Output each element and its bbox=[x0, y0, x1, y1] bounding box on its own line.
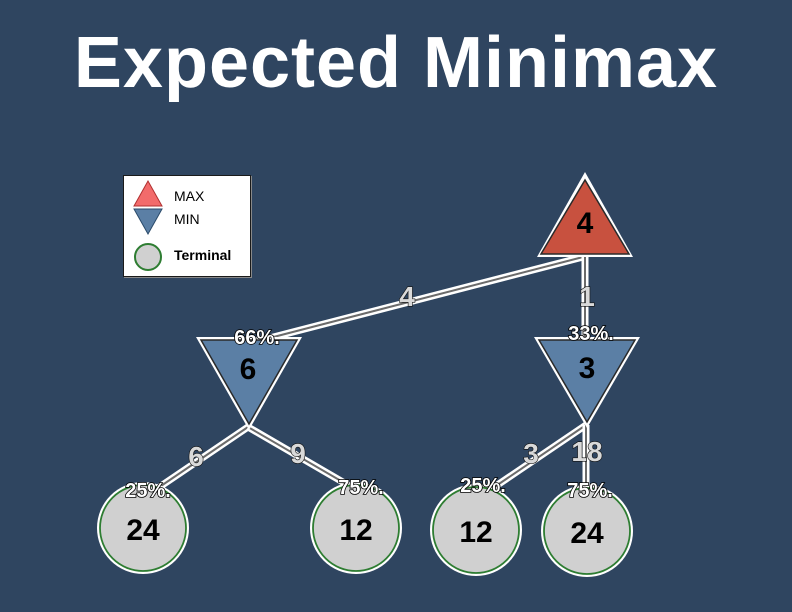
min-node-left: 6 bbox=[196, 337, 302, 430]
page-title: Expected Minimax bbox=[73, 23, 719, 103]
root-value: 4 bbox=[577, 207, 594, 240]
probability-right: 33%. bbox=[568, 323, 614, 345]
edge-right-terminal1 bbox=[488, 422, 588, 493]
edge-left-terminal2 bbox=[246, 423, 362, 496]
edge-label-left-1: 6 bbox=[188, 441, 204, 472]
edge-label-root-right: 1 bbox=[579, 281, 595, 312]
edge-root-left bbox=[257, 253, 584, 345]
probability-terminal-1: 25%. bbox=[125, 480, 171, 502]
edge-label-right-2: 18 bbox=[571, 436, 602, 467]
terminal-4-value: 24 bbox=[570, 517, 604, 550]
tree-edges bbox=[153, 253, 590, 496]
legend-min-label: MIN bbox=[174, 211, 200, 227]
probability-terminal-4: 75%. bbox=[567, 480, 613, 502]
terminal-node-4: 24 bbox=[541, 485, 633, 577]
edge-left-terminal1 bbox=[153, 424, 250, 493]
min-triangle-icon bbox=[133, 208, 163, 236]
right-min-value: 3 bbox=[579, 352, 596, 385]
terminal-3-value: 12 bbox=[459, 516, 492, 549]
edge-label-left-2: 9 bbox=[290, 438, 306, 469]
probability-left: 66%. bbox=[234, 327, 280, 349]
max-node-root: 4 bbox=[537, 172, 633, 257]
probability-terminal-3: 25%. bbox=[460, 475, 506, 497]
legend-icons bbox=[133, 179, 163, 271]
legend-terminal-label: Terminal bbox=[174, 247, 232, 263]
legend-max-label: MAX bbox=[174, 188, 205, 204]
legend: MAX MIN Terminal bbox=[123, 175, 251, 277]
terminal-2-value: 12 bbox=[339, 514, 372, 547]
left-min-value: 6 bbox=[240, 353, 257, 386]
max-triangle-icon bbox=[133, 179, 163, 207]
terminal-circle-icon bbox=[134, 243, 162, 271]
terminal-node-1: 24 bbox=[97, 482, 189, 574]
min-node-right: 3 bbox=[534, 337, 640, 428]
terminal-node-3: 12 bbox=[430, 484, 522, 576]
probability-terminal-2: 75%. bbox=[338, 477, 384, 499]
terminal-1-value: 24 bbox=[126, 514, 160, 547]
terminal-node-2: 12 bbox=[310, 482, 402, 574]
edge-label-right-1: 3 bbox=[523, 438, 539, 469]
edge-label-root-left: 4 bbox=[399, 281, 415, 312]
